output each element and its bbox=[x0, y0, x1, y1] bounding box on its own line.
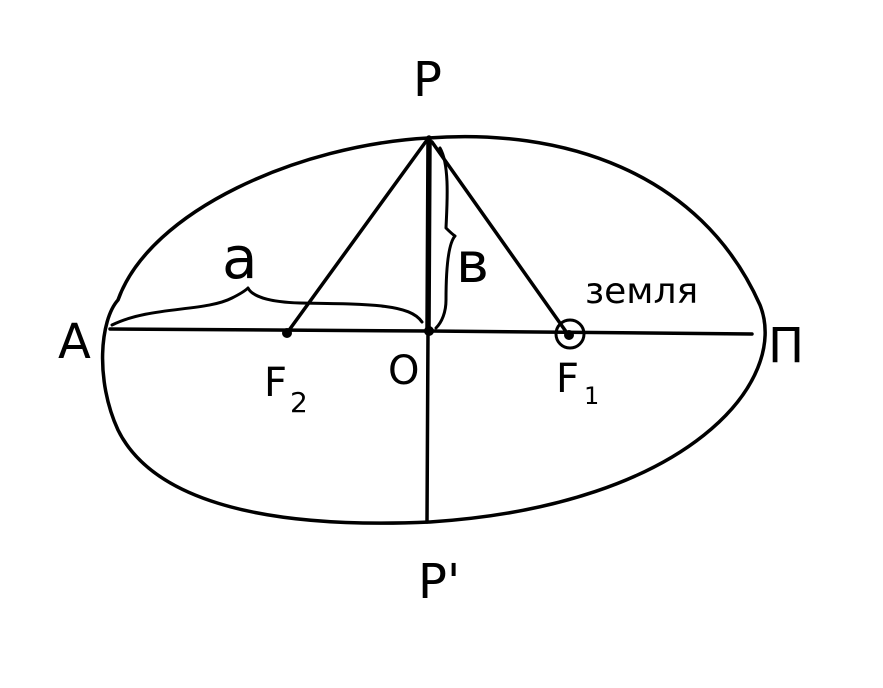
label-left-vertex: A bbox=[58, 314, 91, 370]
minor-axis-upper bbox=[425, 135, 432, 334]
label-center: O bbox=[388, 348, 419, 394]
label-bottom-vertex: P' bbox=[418, 554, 460, 610]
label-right-vertex: П bbox=[768, 318, 804, 374]
focus-f1-point bbox=[564, 330, 574, 340]
label-focus-f2: F bbox=[264, 360, 287, 406]
earth-circle-icon bbox=[554, 318, 586, 350]
line-p-to-f1 bbox=[430, 140, 569, 335]
orbit-ellipse bbox=[100, 134, 767, 525]
label-earth: земля bbox=[585, 271, 698, 312]
label-semi-major: a bbox=[222, 224, 258, 292]
label-focus-f1: F bbox=[556, 356, 579, 402]
brace-semi-minor bbox=[434, 146, 457, 330]
label-semi-minor: в bbox=[456, 231, 489, 296]
brace-semi-major bbox=[110, 286, 424, 327]
center-o-point bbox=[424, 326, 434, 336]
label-focus-f1-subscript: 1 bbox=[584, 382, 599, 410]
minor-axis-lower bbox=[425, 329, 430, 524]
line-p-to-f2 bbox=[285, 138, 429, 335]
focus-f2-point bbox=[282, 328, 292, 338]
label-focus-f2-subscript: 2 bbox=[290, 386, 308, 419]
label-top-vertex: P bbox=[413, 52, 442, 108]
